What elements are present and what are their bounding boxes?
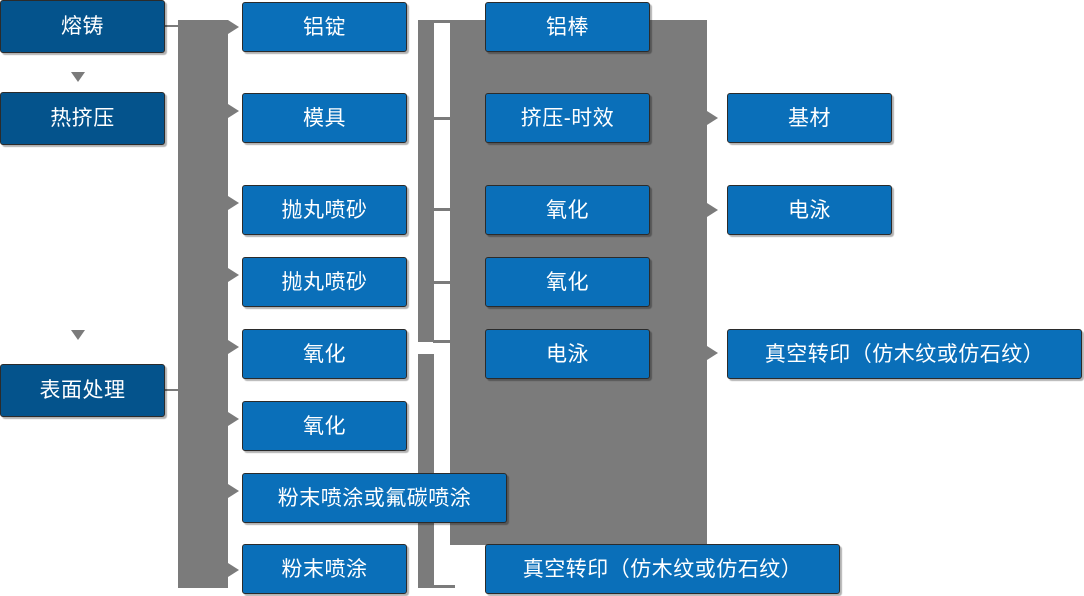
process-box-electrophoresis-mid[interactable]: 电泳 xyxy=(485,329,650,379)
connector-stub-melting xyxy=(165,25,181,27)
process-box-oxidation-1[interactable]: 氧化 xyxy=(242,329,407,379)
arrow-down-to-extrude xyxy=(71,72,85,82)
process-label-electrophoresis-mid: 电泳 xyxy=(546,342,589,366)
stage-label-melting: 熔铸 xyxy=(61,15,104,38)
connector-tick-2 xyxy=(433,117,455,120)
process-label-oxidation-2: 氧化 xyxy=(303,414,346,438)
process-box-oxidation-3[interactable]: 氧化 xyxy=(485,185,650,235)
process-label-extrusion-aging: 挤压-时效 xyxy=(520,106,615,130)
process-label-mold: 模具 xyxy=(303,106,346,130)
connector-tick-5 xyxy=(433,340,455,343)
process-box-extrusion-aging[interactable]: 挤压-时效 xyxy=(485,93,650,143)
stage-box-hot-extrusion[interactable]: 热挤压 xyxy=(0,92,165,145)
output-label-vacuum-transfer: 真空转印（仿木纹或仿石纹） xyxy=(764,342,1045,366)
arrow-right-to-shot2 xyxy=(228,268,239,282)
process-label-shot-blast-1: 抛丸喷砂 xyxy=(281,198,368,222)
process-box-vacuum-transfer-bottom[interactable]: 真空转印（仿木纹或仿石纹） xyxy=(485,544,840,594)
process-label-ingot: 铝锭 xyxy=(303,15,346,39)
arrow-right-to-ox2 xyxy=(228,412,239,426)
arrow-right-to-mold xyxy=(228,104,239,118)
connector-bar-narrow-upper xyxy=(418,20,434,342)
process-label-powder-or-fluorocarbon-coating: 粉末喷涂或氟碳喷涂 xyxy=(277,486,472,510)
output-label-substrate: 基材 xyxy=(788,106,831,130)
arrow-right-to-ingot xyxy=(228,20,239,34)
arrow-right-to-substrate xyxy=(707,111,718,125)
process-box-aluminum-bar[interactable]: 铝棒 xyxy=(485,2,650,52)
process-box-powder-or-fluorocarbon-coating[interactable]: 粉末喷涂或氟碳喷涂 xyxy=(242,473,507,523)
arrow-right-to-vacuum xyxy=(707,346,718,360)
connector-tick-1 xyxy=(433,20,455,23)
output-box-vacuum-transfer[interactable]: 真空转印（仿木纹或仿石纹） xyxy=(727,329,1082,379)
process-box-shot-blast-2[interactable]: 抛丸喷砂 xyxy=(242,257,407,307)
arrow-right-to-powder2 xyxy=(228,563,239,577)
process-box-powder-coating[interactable]: 粉末喷涂 xyxy=(242,544,407,594)
process-box-shot-blast-1[interactable]: 抛丸喷砂 xyxy=(242,185,407,235)
connector-tick-6 xyxy=(433,585,455,588)
connector-stub-surface xyxy=(165,389,181,391)
arrow-right-to-ox1 xyxy=(228,340,239,354)
arrow-right-to-powder1 xyxy=(228,484,239,498)
process-label-aluminum-bar: 铝棒 xyxy=(546,15,589,39)
stage-label-surface-treatment: 表面处理 xyxy=(39,379,126,402)
stage-label-hot-extrusion: 热挤压 xyxy=(50,107,115,130)
process-box-oxidation-2[interactable]: 氧化 xyxy=(242,401,407,451)
connector-tick-3 xyxy=(433,208,455,211)
process-box-oxidation-4[interactable]: 氧化 xyxy=(485,257,650,307)
stage-box-melting[interactable]: 熔铸 xyxy=(0,0,165,53)
process-label-powder-coating: 粉末喷涂 xyxy=(281,557,368,581)
connector-bar-narrow-lower xyxy=(418,354,434,588)
connector-bar-left xyxy=(178,20,228,588)
output-box-substrate[interactable]: 基材 xyxy=(727,93,892,143)
output-box-electrophoresis[interactable]: 电泳 xyxy=(727,185,892,235)
process-label-oxidation-4: 氧化 xyxy=(546,270,589,294)
stage-box-surface-treatment[interactable]: 表面处理 xyxy=(0,364,165,417)
connector-tick-4 xyxy=(433,281,455,284)
process-label-shot-blast-2: 抛丸喷砂 xyxy=(281,270,368,294)
arrow-right-to-ed xyxy=(707,203,718,217)
process-label-oxidation-3: 氧化 xyxy=(546,198,589,222)
process-label-oxidation-1: 氧化 xyxy=(303,342,346,366)
process-box-mold[interactable]: 模具 xyxy=(242,93,407,143)
arrow-right-to-shot1 xyxy=(228,196,239,210)
process-label-vacuum-transfer-bottom: 真空转印（仿木纹或仿石纹） xyxy=(522,557,803,581)
process-box-ingot[interactable]: 铝锭 xyxy=(242,2,407,52)
output-label-electrophoresis: 电泳 xyxy=(788,198,831,222)
arrow-down-to-surface xyxy=(71,330,85,340)
